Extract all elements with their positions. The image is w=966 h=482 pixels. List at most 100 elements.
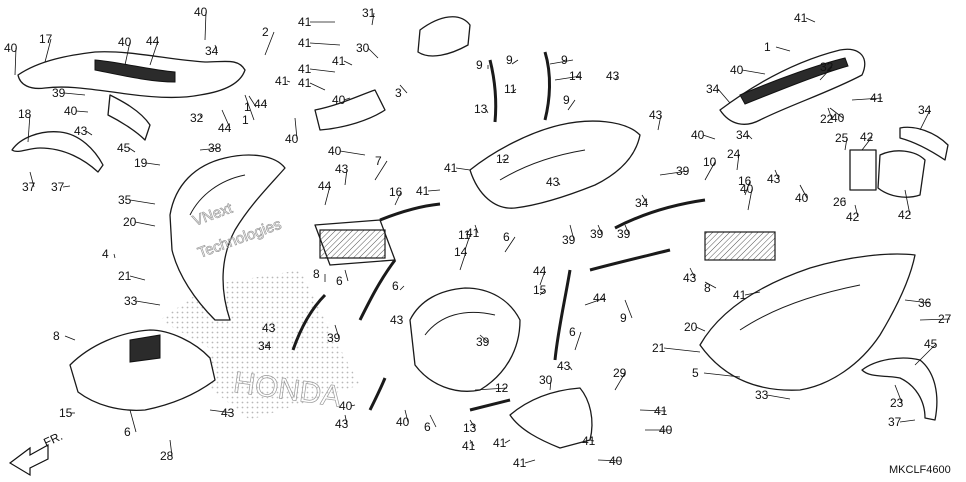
callout-label: 42	[860, 130, 874, 144]
part-5-right-side-cover	[699, 253, 916, 391]
callout-leader	[459, 251, 467, 271]
callout-34: 4	[102, 247, 116, 261]
callout-leader	[663, 347, 701, 353]
part-18-bracket	[11, 131, 104, 173]
callout-37: 9	[476, 58, 489, 72]
callout-label: 39	[327, 331, 341, 345]
callout-leader	[485, 108, 489, 114]
callout-leader	[343, 60, 353, 66]
callout-label: 39	[617, 227, 631, 241]
callout-leader	[124, 41, 131, 66]
callout-leader	[367, 47, 379, 59]
callout-70: 41	[851, 91, 884, 105]
callout-label: 45	[924, 337, 938, 351]
callout-leader	[747, 188, 753, 211]
callout-label: 39	[476, 335, 490, 349]
callout-label: 40	[831, 111, 845, 125]
part-24	[877, 150, 926, 198]
callout-113: 12	[474, 381, 509, 395]
callout-label: 40	[339, 399, 353, 413]
callout-131: 37	[888, 415, 916, 429]
callout-47: 41	[444, 161, 471, 175]
callout-leader	[904, 189, 911, 216]
callout-leader	[204, 11, 207, 41]
callout-label: 37	[22, 180, 36, 194]
callout-126: 33	[755, 388, 791, 402]
callout-75: 25	[835, 131, 849, 151]
callout-72: 40	[795, 184, 809, 205]
callout-leader	[659, 170, 689, 176]
callout-label: 14	[454, 245, 468, 259]
callout-label: 40	[396, 415, 410, 429]
callout-95: 39	[476, 334, 490, 349]
callout-label: 1	[242, 113, 249, 127]
callout-111: 43	[557, 359, 573, 373]
callout-20: 39	[52, 86, 86, 100]
callout-101: 6	[124, 409, 137, 439]
callout-21: 40	[64, 104, 89, 118]
callout-label: 13	[463, 421, 477, 435]
callout-leader	[399, 285, 405, 291]
callout-114: 30	[539, 373, 553, 391]
part-26	[849, 149, 877, 191]
callout-label: 43	[557, 359, 571, 373]
part-3-bracket	[417, 16, 471, 57]
callout-label: 22	[820, 112, 834, 126]
callout-leader	[744, 180, 751, 196]
callout-label: 8	[704, 281, 711, 295]
callout-leader	[614, 372, 626, 391]
callout-leader	[469, 439, 475, 447]
part-28-lower-cover	[69, 329, 216, 411]
callout-label: 9	[620, 311, 627, 325]
callout-112: 6	[569, 325, 582, 351]
callout-122: 41	[733, 288, 761, 302]
callout-label: 10	[703, 155, 717, 169]
callout-label: 21	[118, 269, 132, 283]
callout-label: 44	[318, 179, 332, 193]
callout-leader	[455, 167, 471, 171]
callout-leader	[134, 221, 156, 227]
callout-label: 40	[4, 41, 18, 55]
callout-110: 41	[462, 439, 476, 453]
callout-leader	[703, 372, 741, 378]
callout-leader	[639, 409, 667, 412]
callout-label: 40	[609, 454, 623, 468]
callout-label: 37	[51, 180, 65, 194]
callout-label: 44	[146, 34, 160, 48]
callout-31: 37	[51, 180, 71, 194]
callout-label: 39	[590, 227, 604, 241]
callout-leader	[44, 38, 52, 63]
callout-label: 39	[676, 164, 690, 178]
callout-label: 32	[820, 60, 834, 74]
callout-leader	[775, 46, 791, 52]
callout-leader	[597, 459, 622, 462]
callout-label: 6	[392, 279, 399, 293]
part-middle-frame	[409, 287, 521, 392]
callout-leader	[343, 97, 351, 101]
callout-9: 41	[298, 36, 341, 50]
callout-leader	[766, 394, 791, 400]
callout-leader	[339, 150, 366, 156]
callout-leader	[819, 66, 833, 81]
callout-label: 25	[835, 131, 849, 145]
part-25-visor	[899, 126, 949, 161]
callout-label: 44	[218, 121, 232, 135]
callout-100: 8	[53, 329, 76, 343]
callout-41: 14	[554, 69, 583, 83]
callout-8: 31	[362, 6, 376, 26]
callout-96: 43	[262, 321, 276, 335]
callout-label: 32	[190, 111, 204, 125]
callout-leader	[574, 331, 582, 351]
callout-leader	[702, 134, 716, 140]
callout-74: 34	[918, 103, 932, 131]
callout-label: 27	[938, 312, 952, 326]
callout-35: 21	[118, 269, 146, 283]
callout-label: 40	[194, 5, 208, 19]
callout-91: 14	[454, 245, 468, 271]
callout-4: 40	[194, 5, 208, 41]
callout-leader	[474, 387, 508, 391]
callout-117: 41	[582, 434, 596, 448]
callout-10: 30	[356, 41, 379, 59]
callout-leader	[371, 12, 375, 26]
callout-77: 26	[833, 195, 847, 209]
